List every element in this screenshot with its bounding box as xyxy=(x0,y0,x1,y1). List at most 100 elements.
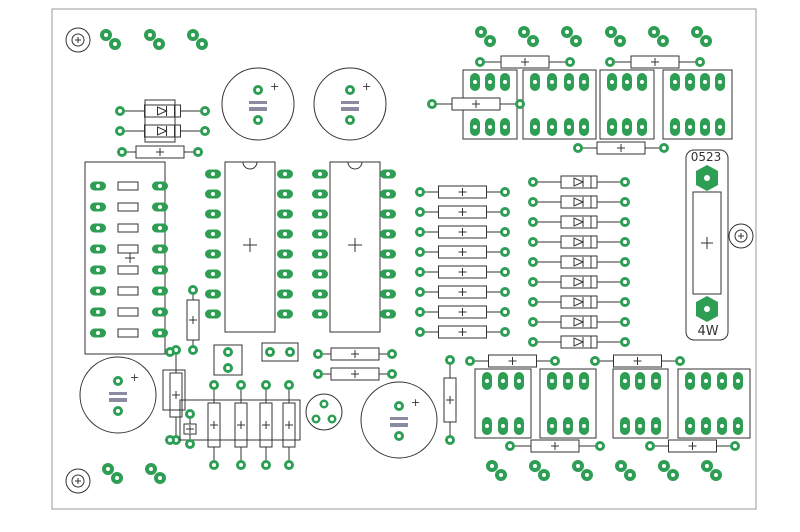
pad-hole xyxy=(212,383,216,387)
pad-hole xyxy=(610,80,614,84)
pad-hole xyxy=(566,379,570,383)
pad-hole xyxy=(318,272,322,276)
diode-pair-outline xyxy=(144,99,176,143)
pad-hole xyxy=(652,30,656,34)
diode-outline xyxy=(162,369,186,411)
pad-hole xyxy=(418,270,422,274)
pad-hole xyxy=(673,80,677,84)
pad-hole xyxy=(503,125,507,129)
pad-hole xyxy=(158,289,162,293)
pad-hole xyxy=(386,192,390,196)
pad-hole xyxy=(473,80,477,84)
pad-hole xyxy=(211,252,215,256)
trimmer-block xyxy=(662,69,733,140)
cap-plate xyxy=(390,423,408,427)
pad-hole xyxy=(478,60,482,64)
pad-hole xyxy=(174,348,178,352)
pad-hole xyxy=(430,102,434,106)
pad-hole xyxy=(479,30,483,34)
pad-hole xyxy=(619,464,623,468)
pad-hole xyxy=(654,424,658,428)
pad-hole xyxy=(517,424,521,428)
pad-hole xyxy=(623,320,627,324)
pad-hole xyxy=(503,190,507,194)
pad-hole xyxy=(348,118,352,122)
pad-hole xyxy=(191,348,195,352)
pad-hole xyxy=(239,463,243,467)
pad-hole xyxy=(736,379,740,383)
trimmer-block xyxy=(612,368,669,439)
pad-hole xyxy=(503,330,507,334)
switch-lever xyxy=(117,202,139,212)
pad-hole xyxy=(283,172,287,176)
pad-hole xyxy=(582,125,586,129)
cap-plate xyxy=(249,107,267,111)
diode-triangle xyxy=(573,237,585,247)
mounting-hole-inner xyxy=(734,229,748,243)
mounting-hole-inner xyxy=(71,474,85,488)
pad-hole xyxy=(116,379,120,383)
pad-hole xyxy=(585,473,589,477)
pad-hole xyxy=(704,39,708,43)
pad-hole xyxy=(226,366,230,370)
pad-hole xyxy=(698,60,702,64)
pad-hole xyxy=(625,125,629,129)
pad-hole xyxy=(386,172,390,176)
pad-hole xyxy=(718,125,722,129)
pad-hole xyxy=(316,352,320,356)
pad-hole xyxy=(638,379,642,383)
pad-hole xyxy=(503,80,507,84)
pad-hole xyxy=(211,292,215,296)
switch-lever xyxy=(117,307,139,317)
pad-hole xyxy=(283,252,287,256)
diode-body xyxy=(560,175,598,189)
pad-hole xyxy=(418,290,422,294)
pad-hole xyxy=(673,125,677,129)
ic-u1-notch xyxy=(242,161,258,170)
pad-hole xyxy=(318,172,322,176)
pad-hole xyxy=(531,180,535,184)
pad-hole xyxy=(718,80,722,84)
pad-hole xyxy=(116,409,120,413)
pad-hole xyxy=(211,212,215,216)
pad-hole xyxy=(115,476,119,480)
pad-hole xyxy=(418,190,422,194)
pad-hole xyxy=(553,359,557,363)
pad-hole xyxy=(661,39,665,43)
resistor-power-label: 4W xyxy=(697,324,719,339)
pad-hole xyxy=(542,473,546,477)
pad-hole xyxy=(566,424,570,428)
pad-hole xyxy=(720,379,724,383)
pad-hole xyxy=(688,424,692,428)
power-resistor-outline xyxy=(685,149,729,341)
pad-hole xyxy=(288,350,292,354)
pad-hole xyxy=(211,312,215,316)
pad-hole xyxy=(609,30,613,34)
pad-hole xyxy=(283,272,287,276)
pad-hole xyxy=(191,288,195,292)
pad-hole xyxy=(704,379,708,383)
pad-hole xyxy=(610,125,614,129)
pad-hole xyxy=(688,379,692,383)
pad-hole xyxy=(448,438,452,442)
pad-hole xyxy=(96,310,100,314)
pad-hole xyxy=(533,464,537,468)
pad-hole xyxy=(96,247,100,251)
dip-switch-outline xyxy=(84,161,166,355)
pad-hole xyxy=(623,240,627,244)
pad-hole xyxy=(113,42,117,46)
pad-hole xyxy=(638,424,642,428)
pad-hole xyxy=(565,30,569,34)
pad-hole xyxy=(503,270,507,274)
diode-triangle xyxy=(573,177,585,187)
pad-hole xyxy=(283,312,287,316)
pad-hole xyxy=(211,172,215,176)
pad-hole xyxy=(623,379,627,383)
resistor-group-outline xyxy=(179,399,301,441)
pad-hole xyxy=(120,150,124,154)
diode-body xyxy=(560,335,598,349)
pad-hole xyxy=(623,280,627,284)
pad-hole xyxy=(473,125,477,129)
pad-hole xyxy=(625,80,629,84)
